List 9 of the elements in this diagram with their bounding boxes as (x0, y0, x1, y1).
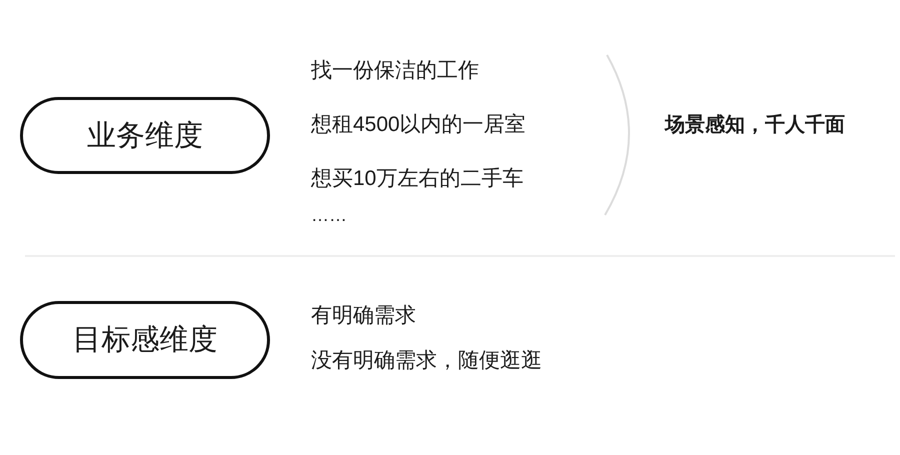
example-text: 找一份保洁的工作 (311, 58, 479, 84)
example-text: 有明确需求 (311, 303, 416, 329)
rounded-label-box: 目标感维度 (20, 301, 270, 379)
example-text: 想租4500以内的一居室 (311, 112, 526, 138)
example-text: 想买10万左右的二手车 (311, 166, 524, 192)
rounded-label-box: 业务维度 (20, 97, 270, 174)
ellipsis-text: …… (311, 205, 347, 227)
example-text: 没有明确需求，随便逛逛 (311, 348, 542, 374)
summary-text: 场景感知，千人千面 (665, 113, 845, 137)
